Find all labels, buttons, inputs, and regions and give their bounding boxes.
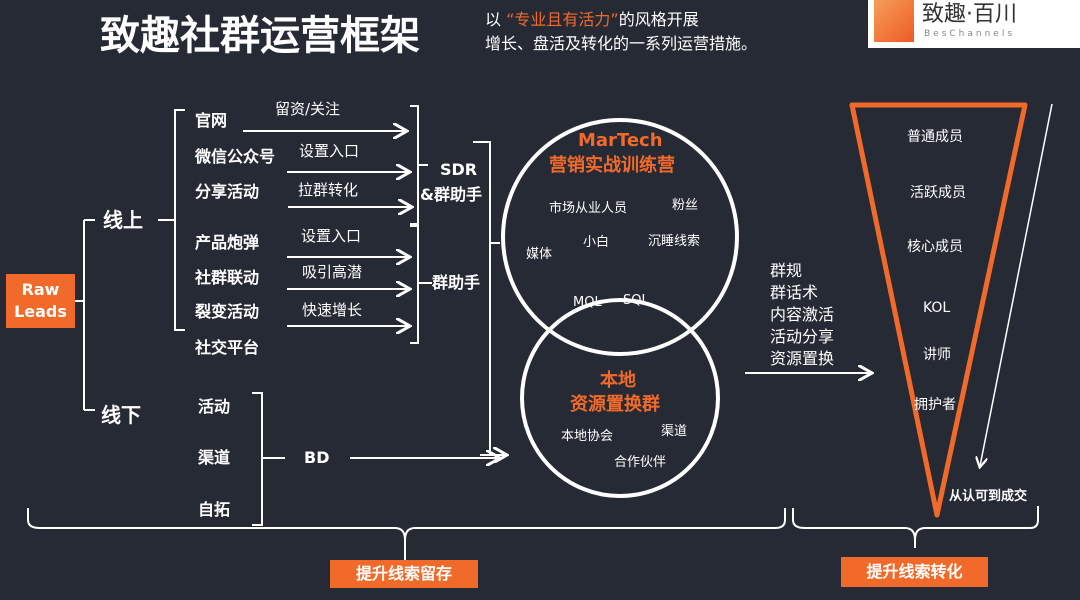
operation-item: 资源置换	[770, 349, 835, 368]
martech-title: MarTech	[578, 130, 663, 151]
action-label: 设置入口	[301, 227, 362, 245]
raw-leads-box: Raw Leads	[6, 274, 75, 328]
online-label: 线上	[103, 208, 143, 232]
venn-item: 小白	[583, 235, 610, 250]
page-title: 致趣社群运营框架	[100, 13, 420, 59]
logo: 致趣·百川 BesChannels	[868, 0, 1080, 48]
local-title: 本地	[600, 370, 636, 391]
offline-channel: 自拓	[198, 500, 231, 519]
funnel-level: 活跃成员	[910, 185, 966, 201]
subtitle-highlight: “专业且有活力”	[506, 10, 619, 29]
operation-item: 群规	[770, 261, 803, 280]
channel-item: 社群联动	[195, 268, 260, 287]
action-label: 吸引高潜	[302, 263, 363, 281]
overlap-item: MQL	[573, 295, 602, 310]
sdr-label: SDR	[440, 160, 478, 179]
venn-item: 渠道	[661, 424, 688, 439]
offline-label: 线下	[101, 403, 141, 427]
venn-item: 媒体	[526, 247, 553, 262]
venn-item: 粉丝	[672, 198, 699, 213]
logo-mark-icon	[874, 0, 914, 42]
action-label: 拉群转化	[298, 181, 359, 199]
venn-item: 本地协会	[561, 429, 614, 444]
action-label: 快速增长	[302, 301, 363, 319]
group-assistant-label: 群助手	[432, 273, 481, 292]
logo-sub: BesChannels	[924, 29, 1016, 39]
offline-channel: 活动	[198, 397, 231, 416]
funnel-level: 普通成员	[907, 129, 963, 145]
channel-item: 微信公众号	[195, 147, 276, 166]
subtitle-suffix: 的风格开展	[618, 10, 699, 29]
subtitle-line1: 以 “专业且有活力”的风格开展	[485, 12, 699, 28]
offline-channel: 渠道	[198, 448, 231, 467]
action-label: 设置入口	[299, 142, 360, 160]
operation-item: 内容激活	[770, 305, 835, 324]
operation-item: 群话术	[770, 283, 819, 302]
venn-item: 合作伙伴	[614, 455, 667, 470]
funnel-level: KOL	[923, 300, 951, 316]
operations-list: 群规 群话术 内容激活 活动分享 资源置换	[770, 260, 834, 370]
conversion-label: 提升线索转化	[841, 557, 988, 587]
logo-text: 致趣·百川	[922, 2, 1017, 27]
funnel-note: 从认可到成交	[949, 489, 1028, 504]
channel-item: 分享活动	[195, 182, 260, 201]
subtitle-line2: 增长、盘活及转化的一系列运营措施。	[485, 34, 758, 53]
venn-item: 市场从业人员	[549, 201, 628, 216]
action-label: 留资/关注	[275, 100, 341, 118]
raw-leads-line1: Raw	[21, 280, 60, 299]
overlap-item: SQL	[623, 293, 649, 308]
operation-item: 活动分享	[770, 327, 835, 346]
funnel-level: 讲师	[923, 347, 951, 363]
channel-item: 官网	[195, 111, 228, 130]
funnel-triangle	[849, 102, 1028, 518]
raw-leads-line2: Leads	[14, 302, 67, 321]
martech-subtitle: 营销实战训练营	[549, 155, 675, 176]
retention-label: 提升线索留存	[330, 560, 478, 588]
subtitle-prefix: 以	[485, 10, 502, 29]
channel-item: 裂变活动	[195, 302, 260, 321]
funnel-level: 核心成员	[907, 239, 963, 255]
funnel-level: 拥护者	[914, 397, 956, 413]
channel-item: 社交平台	[195, 338, 260, 357]
channel-item: 产品炮弹	[195, 233, 260, 252]
local-subtitle: 资源置换群	[570, 394, 660, 415]
venn-item: 沉睡线索	[648, 234, 701, 249]
bd-label: BD	[304, 448, 330, 467]
sdr-label-line2: &群助手	[420, 185, 482, 204]
